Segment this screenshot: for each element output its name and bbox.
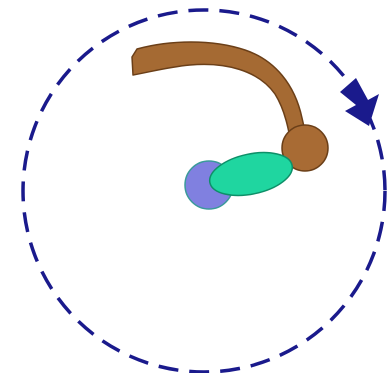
- arrow-down-right-icon: [340, 78, 379, 126]
- curved-arm: [132, 42, 307, 150]
